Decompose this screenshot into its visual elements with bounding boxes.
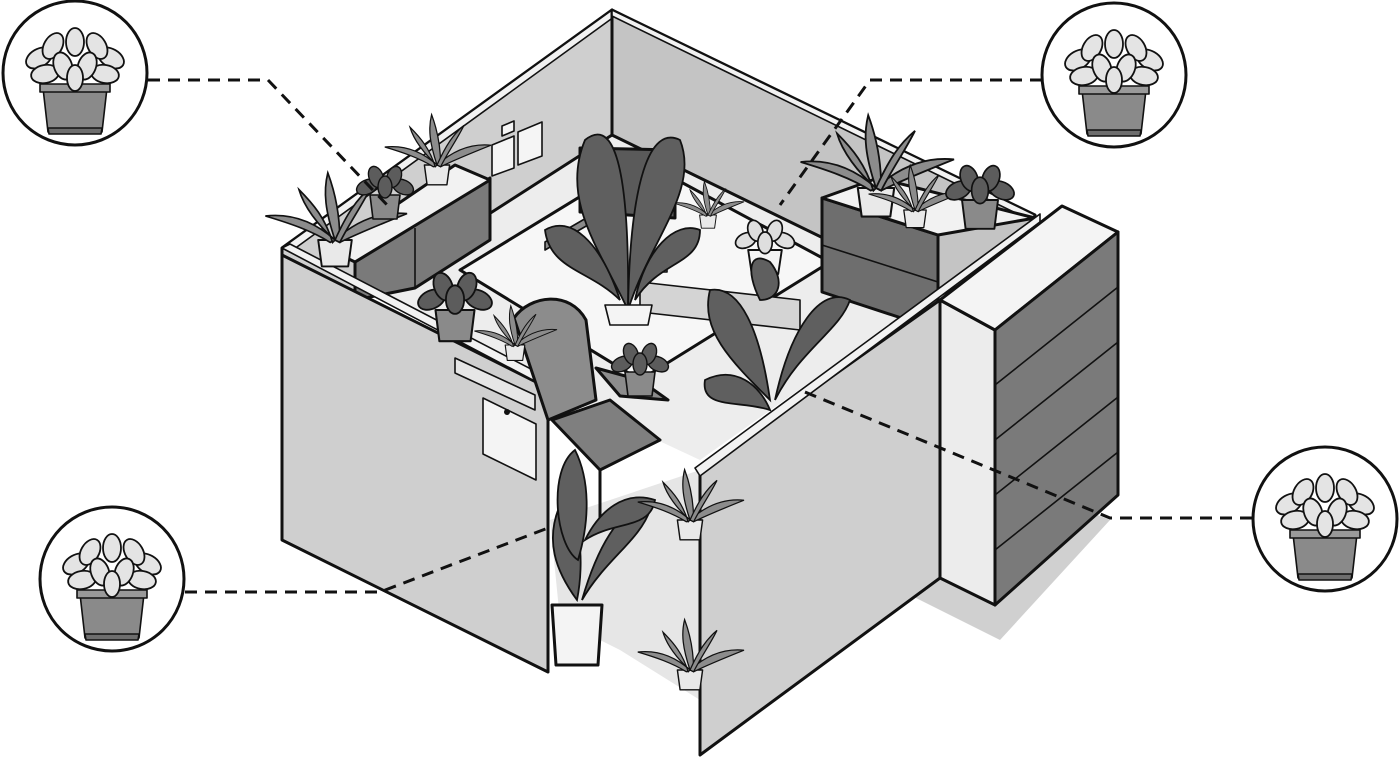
callout-bottom-left xyxy=(38,505,186,653)
pinned-notes xyxy=(491,120,543,177)
bookshelf xyxy=(938,204,1120,607)
callout-top-left xyxy=(1,0,149,147)
callout-top-right xyxy=(1040,1,1188,149)
left-front-wall xyxy=(280,243,557,674)
scene-plants xyxy=(264,113,1019,691)
callout-leader-lines xyxy=(148,78,1252,594)
callout-right xyxy=(1251,445,1399,593)
